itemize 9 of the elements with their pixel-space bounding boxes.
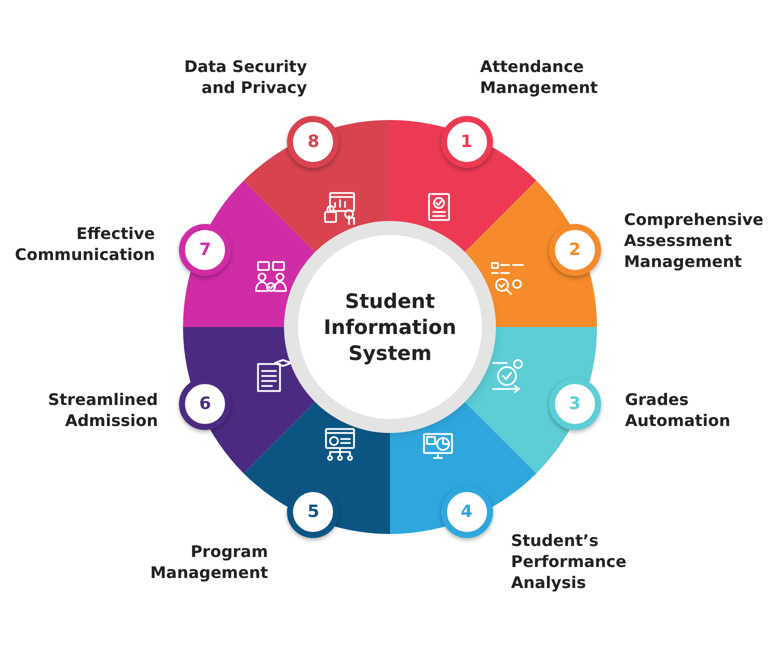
center-circle: Student Information System xyxy=(298,235,482,419)
step-label: Program Management xyxy=(149,541,268,583)
step-label: Comprehensive Assessment Management xyxy=(624,209,765,272)
step-label: Grades Automation xyxy=(625,389,732,431)
step-label: Attendance Management xyxy=(480,56,599,98)
step-label: Student’s Performance Analysis xyxy=(511,530,628,593)
step-label: Data Security and Privacy xyxy=(183,56,307,98)
step-label: Effective Communication xyxy=(14,223,155,265)
step-label: Streamlined Admission xyxy=(46,389,158,431)
